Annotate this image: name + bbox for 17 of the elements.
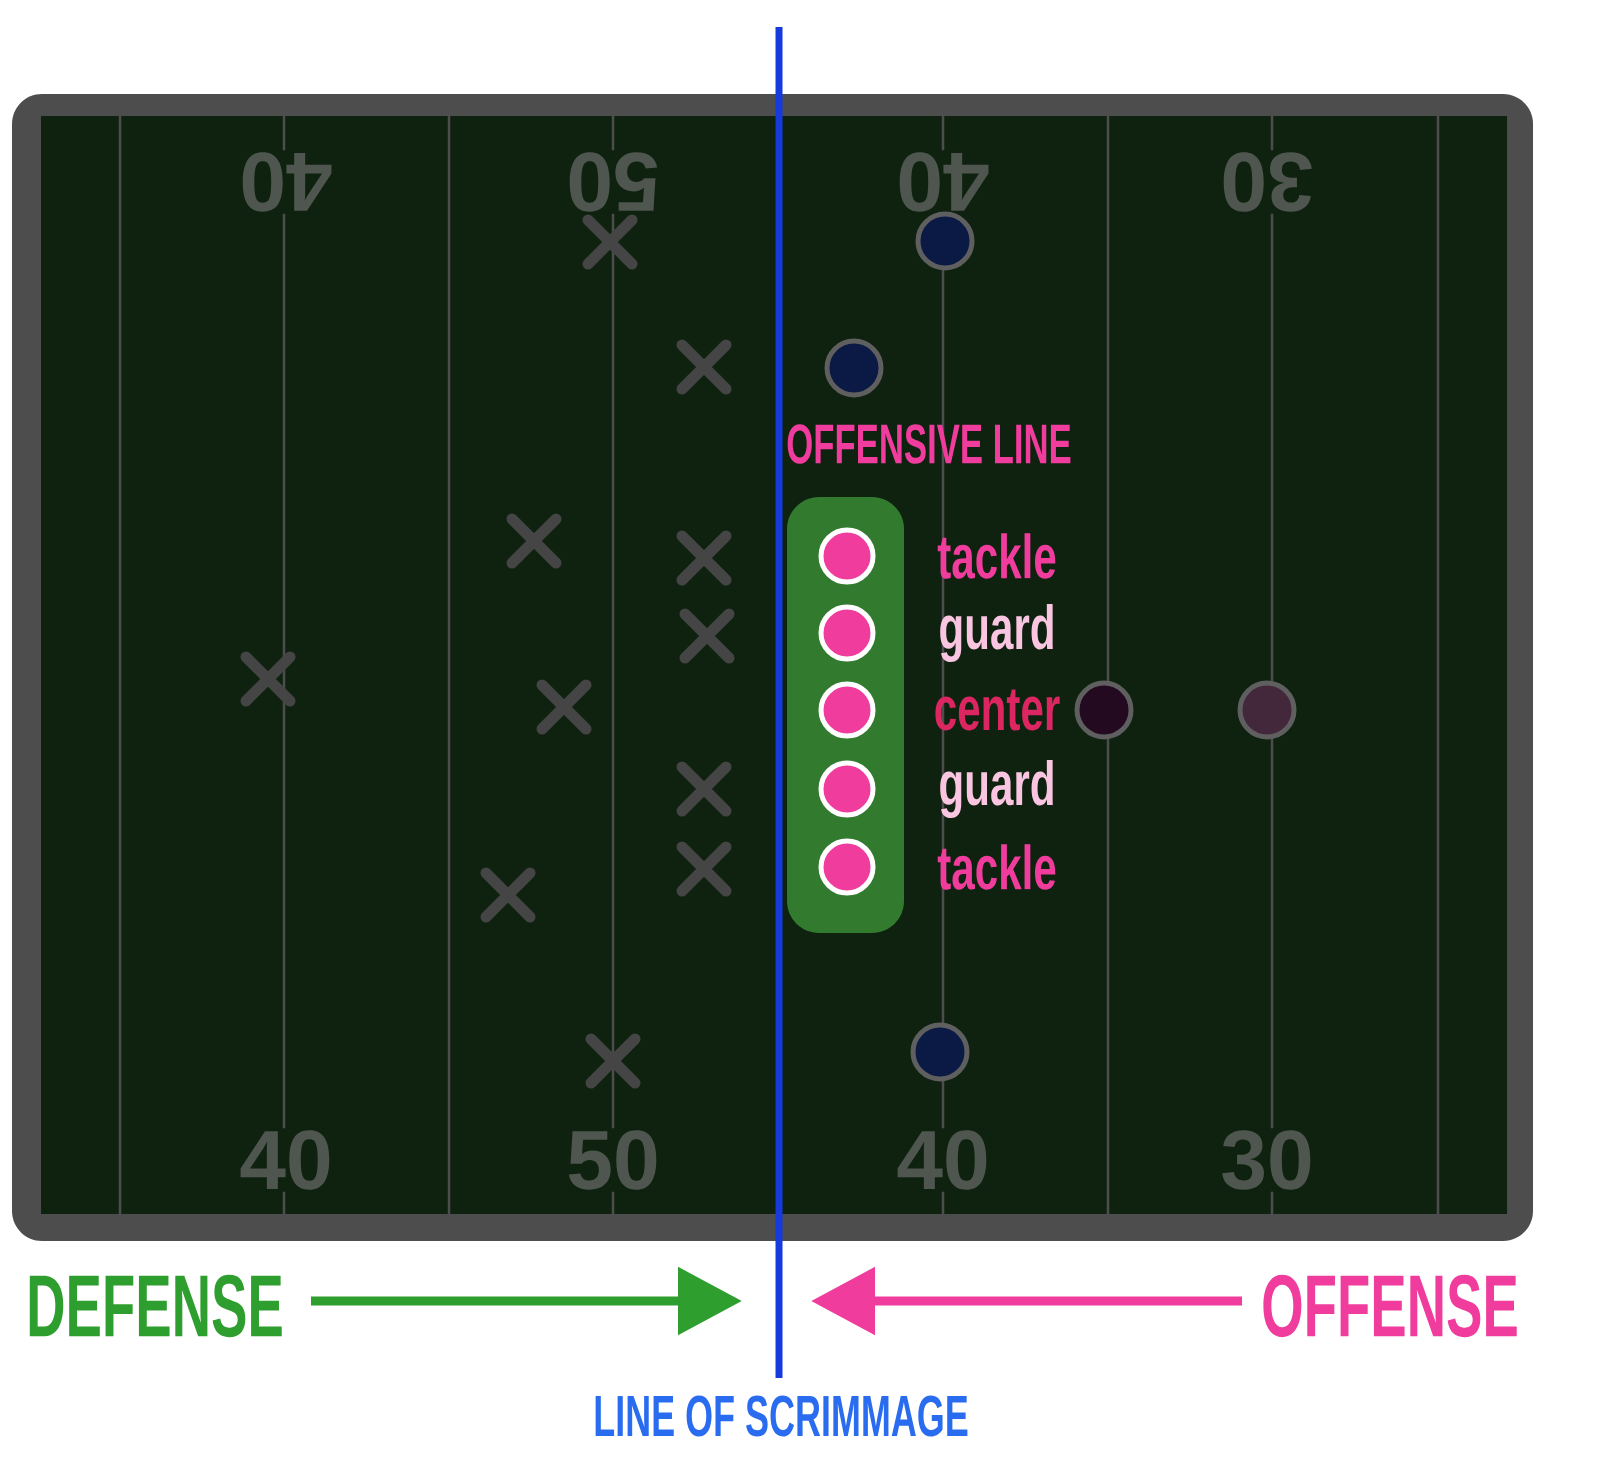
- position-label: guard: [940, 759, 1053, 819]
- position-label: guard: [940, 603, 1053, 663]
- team-label: OFFENSE: [1263, 1274, 1517, 1338]
- position-label: tackle: [937, 844, 1056, 890]
- position-label: tackle: [937, 533, 1056, 579]
- yard-number: 50: [564, 1128, 662, 1192]
- yard-number: 40: [894, 150, 992, 214]
- yard-number: 40: [237, 1128, 335, 1192]
- yard-number: 30: [1218, 150, 1316, 214]
- team-label: DEFENSE: [29, 1274, 282, 1338]
- position-label: center: [935, 689, 1060, 731]
- node-label: OFFENSIVE LINE: [787, 424, 1071, 464]
- yard-number: 50: [564, 150, 662, 214]
- yard-number: 40: [894, 1128, 992, 1192]
- yard-number: 30: [1218, 1128, 1316, 1192]
- yard-number: 40: [237, 150, 335, 214]
- line-label: LINE OF SCRIMMAGE: [595, 1395, 968, 1437]
